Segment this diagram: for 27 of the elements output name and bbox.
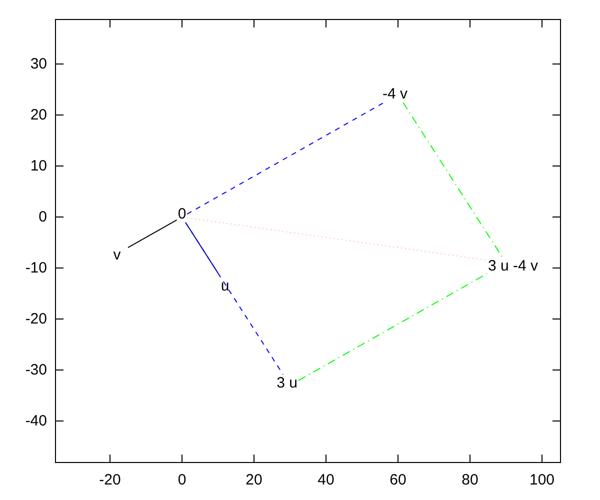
axis-tick-label: 100	[529, 472, 555, 488]
axis-tick-label: 60	[390, 472, 406, 488]
axis-tick-label: 20	[246, 472, 262, 488]
axis-tick-label: 0	[38, 210, 47, 224]
axis-tick-label: -20	[25, 312, 47, 326]
line-segment	[186, 102, 385, 215]
axis-tick-label: 20	[30, 108, 47, 122]
point-label: -4 v	[382, 86, 408, 102]
axis-tick-label: -20	[99, 472, 121, 488]
axis-tick-label: 30	[30, 56, 47, 72]
point-label: 3 u	[276, 376, 298, 390]
line-segment	[128, 219, 178, 248]
point-label: u	[220, 278, 230, 294]
line-segment	[185, 222, 284, 375]
axis-tick-label: -10	[25, 260, 47, 276]
line-segment	[298, 273, 488, 382]
axis-tick-label: -30	[25, 362, 47, 378]
line-segment	[402, 102, 504, 258]
axis-tick-label: 80	[462, 472, 478, 488]
point-label: 3 u -4 v	[488, 258, 538, 274]
point-label: v	[113, 248, 121, 262]
axis-tick-label: 40	[318, 472, 334, 488]
axis-tick-label: 0	[178, 472, 186, 488]
axis-tick-label: 10	[30, 158, 47, 174]
axis-tick-label: -40	[25, 414, 47, 428]
point-label: 0	[178, 206, 186, 222]
line-segment	[186, 217, 488, 261]
